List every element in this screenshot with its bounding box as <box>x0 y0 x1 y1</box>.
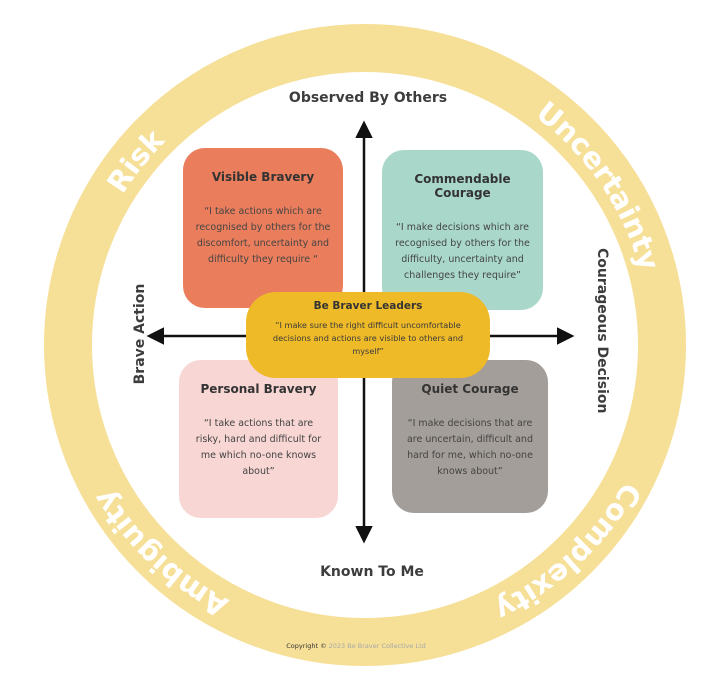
quadrant-title: Quiet Courage <box>421 382 519 396</box>
center-quote: “I make sure the right difficult uncomfo… <box>272 320 464 356</box>
quadrant-quote: “I take actions that are risky, hard and… <box>195 418 322 477</box>
copyright-prefix: Copyright © <box>286 642 327 650</box>
center-title: Be Braver Leaders <box>313 300 423 312</box>
quadrant-personal-bravery: Personal Bravery “I take actions that ar… <box>179 360 338 518</box>
axis-label-courageous-decision: Courageous Decision <box>594 248 610 414</box>
quadrant-quote: “I take actions which are recognised by … <box>195 206 331 265</box>
axis-label-observed-by-others: Observed By Others <box>288 90 448 106</box>
quadrant-title: Commendable Courage <box>414 172 511 200</box>
copyright-notice: Copyright © 2023 Be Braver Collective Lt… <box>0 642 712 650</box>
quadrant-title: Visible Bravery <box>211 170 315 184</box>
quadrant-title: Personal Bravery <box>200 382 317 396</box>
quadrant-quote: “I make decisions that are are uncertain… <box>406 418 533 477</box>
axis-label-known-to-me: Known To Me <box>320 564 424 580</box>
quadrant-commendable-courage: Commendable Courage “I make decisions wh… <box>382 150 543 310</box>
quadrant-quote: “I make decisions which are recognised b… <box>395 222 530 281</box>
copyright-owner: 2023 Be Braver Collective Ltd <box>326 642 426 650</box>
outer-ring <box>44 24 686 666</box>
center-be-braver-leaders: Be Braver Leaders “I make sure the right… <box>246 292 490 378</box>
quadrant-visible-bravery: Visible Bravery “I take actions which ar… <box>183 148 343 308</box>
axis-label-brave-action: Brave Action <box>132 283 148 385</box>
quadrant-quiet-courage: Quiet Courage “I make decisions that are… <box>392 360 548 513</box>
